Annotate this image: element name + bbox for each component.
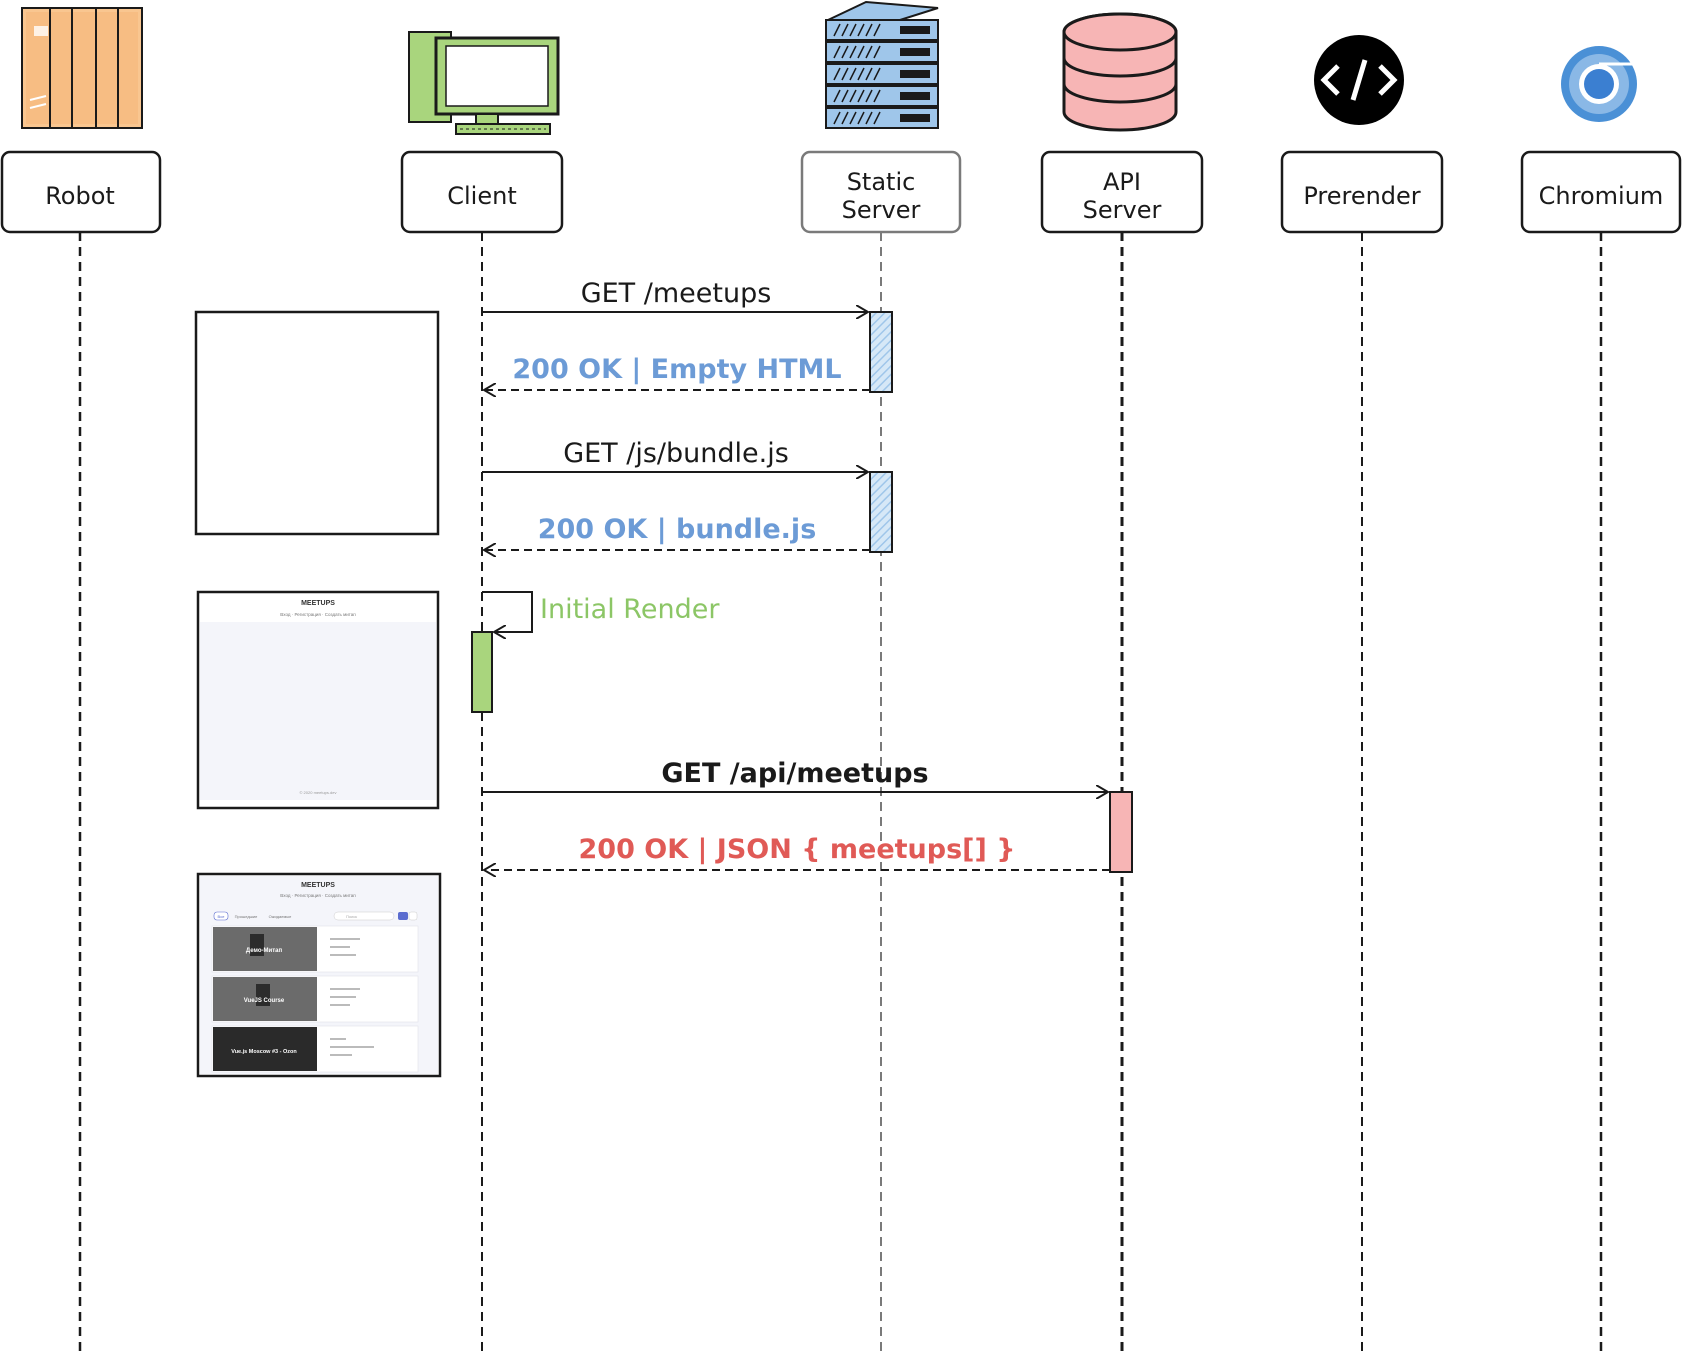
robot-icon <box>21 7 143 129</box>
thumb-card-title: Vue.js Moscow #3 - Ozon <box>231 1049 297 1055</box>
thumbnail-initial-render: MEETUPS Вход · Регистрация · Создать мит… <box>196 590 440 810</box>
message-empty-html: 200 OK | Empty HTML <box>484 354 870 390</box>
computer-icon <box>408 31 560 135</box>
actor-label: Server <box>842 196 921 224</box>
thumb-title: MEETUPS <box>301 882 335 889</box>
thumb-card-3: Vue.js Moscow #3 - Ozon <box>211 1025 419 1073</box>
actor-label: Client <box>447 182 516 210</box>
message-get-bundle: GET /js/bundle.js <box>482 438 868 472</box>
thumb-nav: Вход · Регистрация · Создать митап <box>280 893 356 898</box>
thumb-title: MEETUPS <box>301 600 335 607</box>
thumb-filter-past: Прошедшие <box>235 914 258 919</box>
actor-box-static-server: Static Server <box>800 150 962 234</box>
code-tag-icon <box>1314 35 1404 125</box>
actor-label: Prerender <box>1303 182 1420 210</box>
actor-label: Server <box>1083 196 1162 224</box>
thumbnail-empty-page <box>194 310 440 536</box>
thumb-filter-all: Все <box>218 914 226 919</box>
server-rack-icon <box>825 0 939 129</box>
thumb-footer: © 2020 meetups.dev <box>300 790 337 795</box>
message-label: GET /js/bundle.js <box>563 438 789 469</box>
thumb-card-2: VueJS Course <box>211 975 419 1023</box>
message-get-api: GET /api/meetups <box>482 758 1108 792</box>
thumb-card-title: Демо-Митап <box>246 948 283 954</box>
thumb-nav: Вход · Регистрация · Создать митап <box>280 612 356 617</box>
actor-label: Robot <box>45 182 115 210</box>
message-label: 200 OK | JSON { meetups[] } <box>579 834 1016 865</box>
actor-label: Chromium <box>1539 182 1664 210</box>
thumb-card-title: VueJS Course <box>244 998 285 1004</box>
activation-client-render <box>471 631 493 713</box>
message-label: Initial Render <box>540 594 720 625</box>
message-json-response: 200 OK | JSON { meetups[] } <box>484 834 1110 870</box>
database-icon <box>1062 12 1178 132</box>
message-get-meetups: GET /meetups <box>482 278 868 312</box>
thumb-search: Поиск <box>346 914 357 919</box>
actor-box-robot: Robot <box>0 150 162 234</box>
message-bundle-response: 200 OK | bundle.js <box>484 514 870 550</box>
thumb-filter-upcoming: Ожидаемые <box>269 914 292 919</box>
message-label: GET /api/meetups <box>661 758 928 789</box>
actor-box-prerender: Prerender <box>1280 150 1444 234</box>
message-label: GET /meetups <box>581 278 772 309</box>
message-label: 200 OK | Empty HTML <box>512 354 841 385</box>
message-label: 200 OK | bundle.js <box>538 514 817 545</box>
actor-label: API <box>1103 168 1141 196</box>
actor-box-chromium: Chromium <box>1520 150 1682 234</box>
message-initial-render: Initial Render <box>482 591 720 632</box>
thumb-card-1: Демо-Митап <box>211 925 419 973</box>
actor-label: Static <box>847 168 916 196</box>
activation-api <box>1109 791 1133 873</box>
thumbnail-meetups-list: MEETUPS Вход · Регистрация · Создать мит… <box>196 872 442 1078</box>
chromium-logo-icon <box>1561 46 1637 122</box>
actor-box-client: Client <box>400 150 564 234</box>
actor-box-api-server: API Server <box>1040 150 1204 234</box>
activation-static-2 <box>869 471 893 553</box>
activation-static-1 <box>869 311 893 393</box>
